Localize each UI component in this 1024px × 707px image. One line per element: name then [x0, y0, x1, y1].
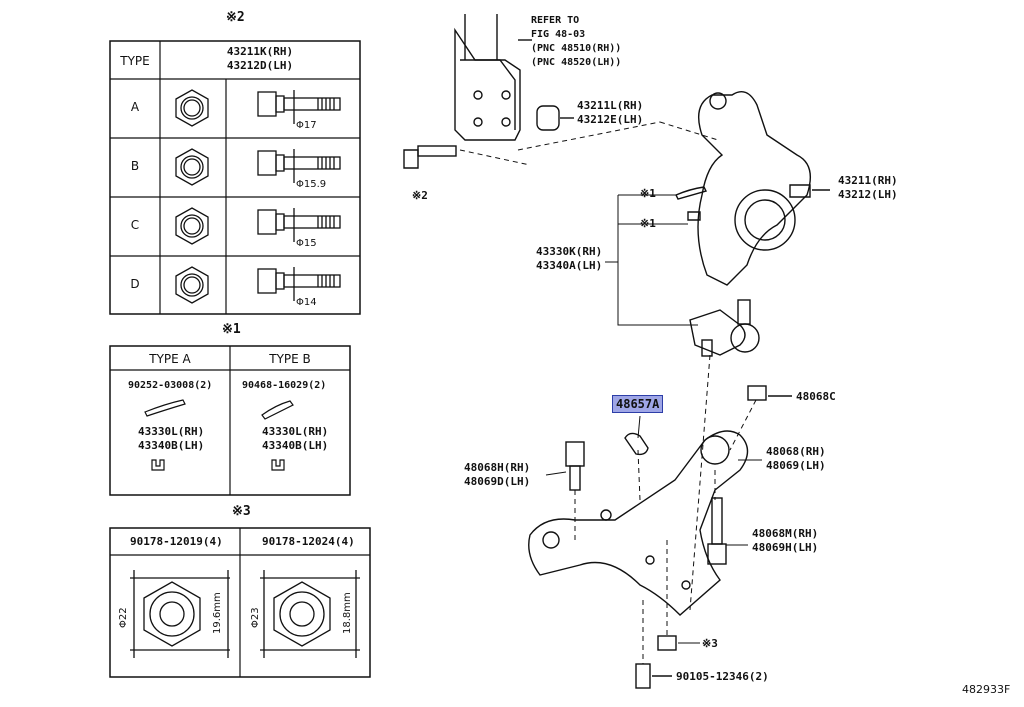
pin-ref-mark: ※1 [640, 187, 656, 200]
bush-rh[interactable]: 43211L(RH) [577, 99, 644, 112]
hex-ref-mark: ※3 [702, 637, 718, 650]
row-type-b: B [130, 159, 140, 173]
bolt-h-rh[interactable]: 48068H(RH) [464, 461, 531, 474]
table-bolt-mark: ※2 [226, 10, 245, 25]
bushing-selected[interactable]: 48657A [612, 395, 664, 413]
figure-number: 482933F [962, 683, 1011, 696]
bolt-h-lh[interactable]: 48069D(LH) [464, 475, 531, 488]
dia-b: Φ15.9 [296, 179, 327, 190]
refer-line-1: REFER TO [531, 15, 580, 26]
hex-a-dia: Φ22 [118, 607, 129, 628]
table-nut-mark: ※1 [222, 322, 241, 337]
knuckle-rh[interactable]: 43211(RH) [838, 174, 898, 187]
bolt-part-rh: 43211K(RH) [226, 45, 294, 58]
row-type-c: C [130, 218, 140, 232]
refer-line-4: (PNC 48520(LH)) [531, 57, 622, 68]
nut-col-a: TYPE A [149, 352, 191, 366]
row-type-d: D [130, 277, 140, 291]
arm-lh[interactable]: 48069(LH) [766, 459, 826, 472]
hex-b-dia: Φ23 [250, 607, 261, 628]
nut-b-lh: 43340B(LH) [262, 439, 329, 452]
bottom-bolt[interactable]: 90105-12346(2) [676, 670, 769, 683]
balljoint-lh[interactable]: 43340A(LH) [536, 259, 603, 272]
nut-ref-mark: ※1 [640, 217, 656, 230]
hex-col-b: 90178-12024(4) [262, 535, 355, 548]
hex-col-a: 90178-12019(4) [130, 535, 223, 548]
bolt-m-rh[interactable]: 48068M(RH) [752, 527, 819, 540]
row-type-a: A [130, 100, 140, 114]
nut-a-pin: 90252-03008(2) [128, 380, 213, 391]
hex-a-h: 19.6mm [212, 592, 223, 634]
nut-col-b: TYPE B [269, 352, 311, 366]
bolt-part-lh: 43212D(LH) [226, 59, 294, 72]
knuckle-lh[interactable]: 43212(LH) [838, 188, 898, 201]
nut-b-rh: 43330L(RH) [262, 425, 329, 438]
dia-a: Φ17 [296, 120, 317, 131]
nut-a-rh: 43330L(RH) [138, 425, 205, 438]
refer-line-3: (PNC 48510(RH)) [531, 43, 622, 54]
balljoint-rh[interactable]: 43330K(RH) [536, 245, 603, 258]
dia-d: Φ14 [296, 297, 317, 308]
refer-line-2: FIG 48-03 [531, 29, 586, 40]
hex-b-h: 18.8mm [342, 592, 353, 634]
arm-rh[interactable]: 48068(RH) [766, 445, 826, 458]
dia-c: Φ15 [296, 238, 317, 249]
type-header: TYPE [120, 54, 150, 68]
nut-b-pin: 90468-16029(2) [242, 380, 327, 391]
nut-a-lh: 43340B(LH) [138, 439, 205, 452]
table-hex-mark: ※3 [232, 504, 251, 519]
bush-lh[interactable]: 43212E(LH) [577, 113, 644, 126]
nut-48068c[interactable]: 48068C [796, 390, 836, 403]
bolt-ref-mark: ※2 [412, 189, 428, 202]
bolt-m-lh[interactable]: 48069H(LH) [752, 541, 819, 554]
